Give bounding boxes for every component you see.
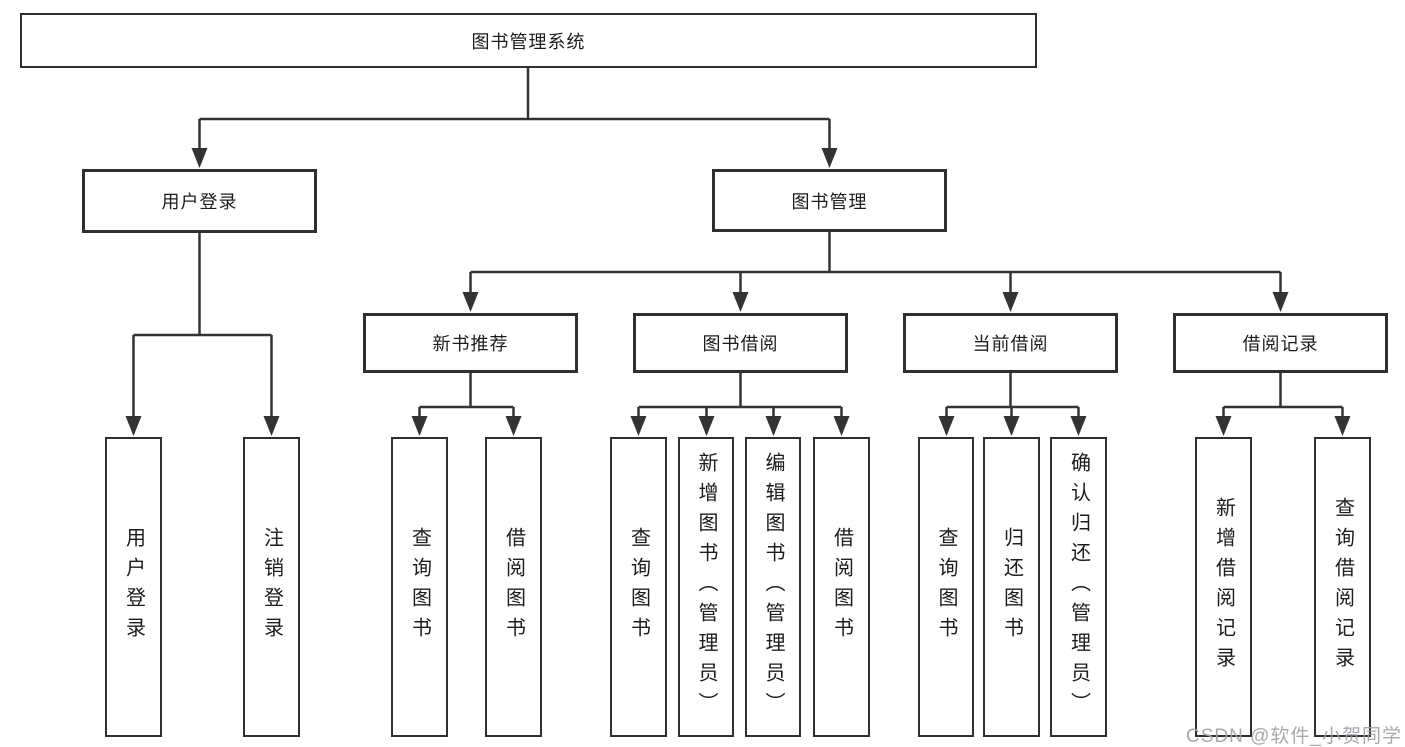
node-book-management: 图书管理 [712, 169, 947, 232]
node-user-login: 用户登录 [82, 169, 317, 233]
leaf-label: 查询图书 [408, 527, 431, 647]
leaf-label: 新增借阅记录 [1212, 497, 1235, 677]
watermark: CSDN @软件_小贺同学 [1186, 726, 1402, 747]
leaf-add-borrow-record: 新增借阅记录 [1195, 437, 1252, 737]
node-borrow-records: 借阅记录 [1173, 313, 1388, 373]
leaf-label: 注销登录 [260, 527, 283, 647]
leaf-label: 确认归还（管理员） [1067, 452, 1090, 722]
leaf-query-books-recommend: 查询图书 [391, 437, 448, 737]
leaf-label: 查询图书 [627, 527, 650, 647]
leaf-borrow-books: 借阅图书 [813, 437, 870, 737]
node-library-system: 图书管理系统 [20, 13, 1037, 68]
leaf-query-borrow-record: 查询借阅记录 [1314, 437, 1371, 737]
leaf-logout: 注销登录 [243, 437, 300, 737]
leaf-query-books-current: 查询图书 [918, 437, 974, 737]
leaf-query-books-borrow: 查询图书 [610, 437, 667, 737]
node-current-borrow: 当前借阅 [903, 313, 1118, 373]
leaf-label: 归还图书 [1000, 527, 1023, 647]
leaf-add-books-admin: 新增图书（管理员） [678, 437, 734, 737]
leaf-label: 新增图书（管理员） [695, 452, 717, 722]
leaf-label: 借阅图书 [502, 527, 525, 647]
node-book-borrow: 图书借阅 [633, 313, 848, 373]
leaf-confirm-return-admin: 确认归还（管理员） [1050, 437, 1107, 737]
node-new-book-recommend: 新书推荐 [363, 313, 578, 373]
leaf-label: 查询借阅记录 [1331, 497, 1354, 677]
leaf-label: 查询图书 [935, 527, 957, 647]
leaf-return-books: 归还图书 [983, 437, 1040, 737]
leaf-label: 借阅图书 [830, 527, 853, 647]
leaf-user-login: 用户登录 [105, 437, 162, 737]
leaf-label: 用户登录 [122, 527, 145, 647]
leaf-label: 编辑图书（管理员） [762, 452, 784, 722]
leaf-borrow-books-recommend: 借阅图书 [485, 437, 542, 737]
leaf-edit-books-admin: 编辑图书（管理员） [745, 437, 801, 737]
